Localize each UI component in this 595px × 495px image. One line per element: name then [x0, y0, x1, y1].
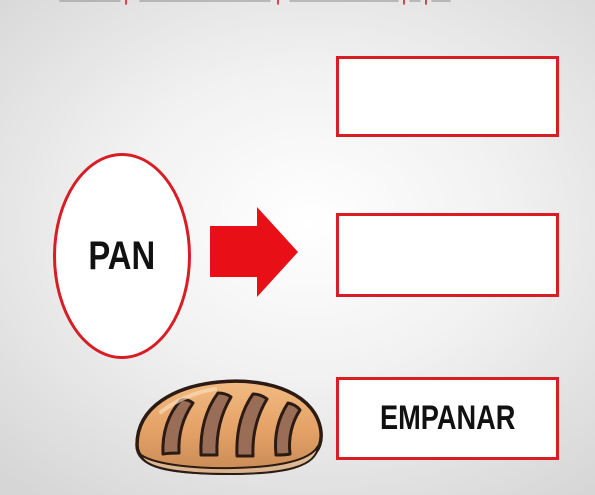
bread-loaf-icon [135, 379, 323, 476]
root-word: PAN [88, 233, 156, 278]
root-word-circle: PAN [53, 153, 191, 359]
cropped-instruction-text [59, 0, 451, 5]
right-arrow-icon [210, 207, 298, 297]
top-instruction-strip [0, 0, 595, 10]
answer-box-3: EMPANAR [336, 377, 559, 460]
answer-box-2 [336, 213, 559, 297]
answer-text-3: EMPANAR [379, 399, 516, 437]
answer-box-1 [336, 56, 559, 137]
